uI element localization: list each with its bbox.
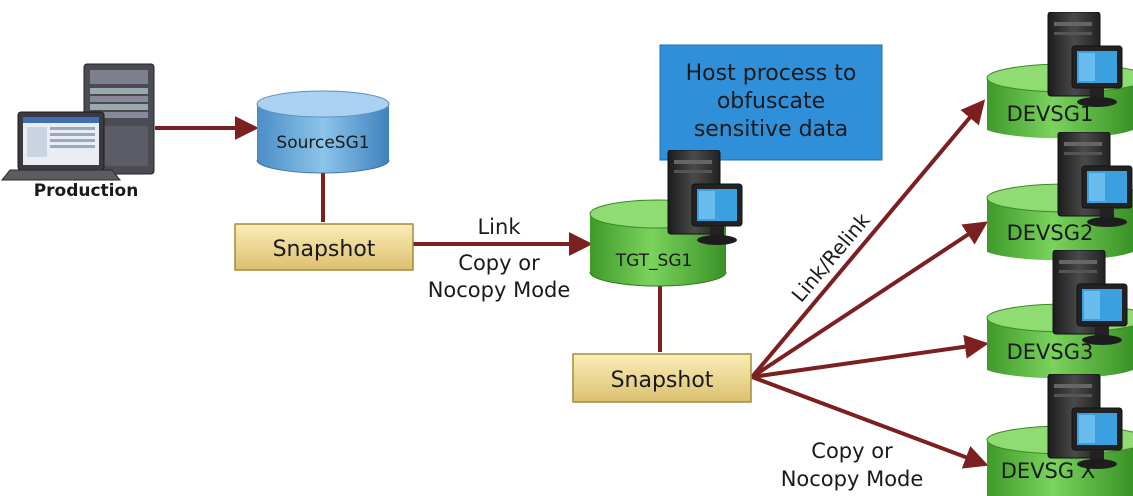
arrow-to-devsg1	[750, 99, 986, 379]
arrow-to-devsg3	[751, 334, 989, 379]
dev-db-2-label: DEVSG2	[1007, 221, 1094, 245]
source-database: SourceSG1	[256, 90, 390, 174]
host-process-line1: Host process to	[686, 61, 857, 86]
copy-mode-line1: Copy or	[458, 251, 540, 275]
host-process-line2: obfuscate	[717, 89, 825, 114]
host-process-line3: sensitive data	[694, 117, 848, 142]
dev-db-3-label: DEVSG3	[1007, 340, 1094, 364]
connector-arrows	[155, 99, 989, 469]
target-host-server-icon	[667, 150, 743, 246]
snapshot-2-label: Snapshot	[611, 368, 714, 393]
dev-db-1-label: DEVSG1	[1007, 102, 1094, 126]
workstation-icon	[0, 111, 122, 181]
arrow-to-devsgx	[751, 375, 989, 469]
host-process-box: Host process to obfuscate sensitive data	[659, 44, 883, 161]
target-db-label: TGT_SG1	[615, 251, 693, 271]
copy-mode2-line2: Nocopy Mode	[781, 467, 924, 491]
snapshot-box-1: Snapshot	[234, 223, 414, 271]
production-label: Production	[34, 181, 139, 201]
link-label: Link	[477, 215, 521, 239]
production-host: Production	[0, 63, 155, 201]
snapshot-1-label: Snapshot	[273, 237, 376, 262]
copy-mode2-line1: Copy or	[811, 439, 893, 463]
snapshot-box-2: Snapshot	[572, 353, 752, 403]
link-relink-label: Link/Relink	[787, 208, 875, 307]
source-db-label: SourceSG1	[276, 133, 369, 153]
arrow-to-devsg2	[750, 221, 989, 379]
copy-mode-line2: Nocopy Mode	[428, 278, 571, 302]
